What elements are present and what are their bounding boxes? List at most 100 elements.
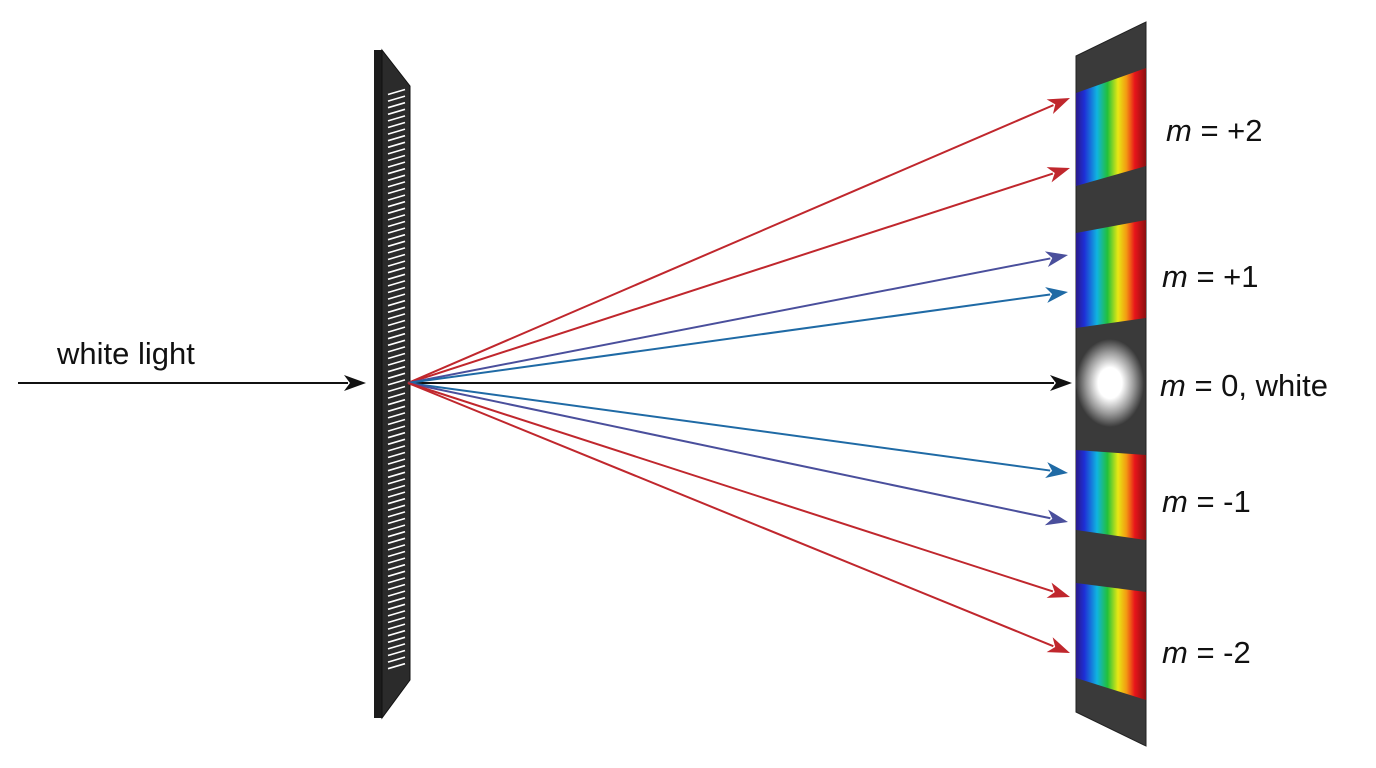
ray-plus-1-blue (407, 287, 1068, 384)
grating-slit (387, 233, 406, 241)
order-var: m (1166, 113, 1192, 148)
grating-slit (387, 577, 406, 584)
grating-slit (387, 101, 406, 109)
grating-slit (387, 194, 406, 201)
order-label-zero: m = 0, white (1160, 370, 1328, 401)
rays (18, 98, 1072, 653)
ray-line (407, 104, 1054, 384)
grating-slit (387, 187, 406, 195)
ray-arrowhead (1044, 251, 1068, 268)
order-var: m (1162, 259, 1188, 294)
grating-slit (387, 240, 406, 248)
order-value: -1 (1223, 484, 1251, 519)
grating-slit (387, 550, 406, 558)
grating-slit (387, 563, 406, 571)
grating-slit (387, 313, 406, 320)
order-eq: = (1185, 368, 1222, 403)
ray-arrowhead (1050, 375, 1072, 391)
grating-slit (387, 596, 406, 604)
spectrum-plus-1 (1076, 220, 1146, 328)
ray-arrowhead (1045, 462, 1068, 478)
grating-slit (387, 319, 406, 327)
grating-slit (387, 95, 406, 102)
spectrum-plus-2 (1076, 68, 1146, 186)
grating-slit (387, 339, 406, 347)
grating-slit (387, 530, 406, 538)
order-label-plus-1: m = +1 (1162, 261, 1259, 292)
ray-arrowhead (344, 375, 366, 391)
grating-slit (387, 88, 406, 96)
ray-arrowhead (1046, 167, 1070, 183)
grating-slit (387, 115, 406, 122)
grating-slit (387, 253, 406, 261)
grating-slit (387, 412, 406, 419)
order-label-minus-1: m = -1 (1162, 486, 1251, 517)
ray-arrowhead (1046, 98, 1070, 115)
grating-slit (387, 557, 406, 564)
order-eq: = (1187, 635, 1224, 670)
grating-slits (387, 88, 406, 670)
grating-slit (387, 398, 406, 406)
ray-line (407, 382, 1051, 472)
ray-arrowhead (1046, 637, 1070, 653)
grating-slit (387, 128, 406, 135)
grating-slit (387, 346, 406, 353)
grating-slit (387, 524, 406, 531)
grating-slit (387, 511, 406, 518)
order-value: +1 (1223, 259, 1259, 294)
grating-slit (387, 649, 406, 657)
grating-slit (387, 405, 406, 413)
grating-slit (387, 478, 406, 485)
grating-slit (387, 418, 406, 426)
grating-slit (387, 280, 406, 287)
grating-face (381, 48, 411, 720)
grating-slit (387, 299, 406, 307)
ray-line (407, 382, 1054, 593)
diffraction-grating (374, 48, 411, 720)
ray-arrowhead (1044, 509, 1068, 526)
grating-slit (387, 148, 406, 155)
ray-minus-2-red-lower (407, 382, 1070, 653)
ray-line (407, 172, 1054, 384)
grating-slit (387, 181, 406, 188)
screen (1075, 21, 1147, 747)
grating-slit (387, 332, 406, 340)
grating-slit (387, 517, 406, 525)
grating-slit (387, 326, 406, 333)
grating-slit (387, 643, 406, 650)
grating-slit (387, 497, 406, 505)
grating-slit (387, 260, 406, 267)
grating-slit (387, 306, 406, 314)
grating-slit (387, 570, 406, 578)
grating-slit (387, 616, 406, 624)
grating-slit (387, 636, 406, 644)
grating-slit (387, 623, 406, 630)
order-label-minus-2: m = -2 (1162, 637, 1251, 668)
grating-slit (387, 471, 406, 479)
grating-slit (387, 359, 406, 366)
order-var: m (1160, 368, 1186, 403)
grating-slit (387, 458, 406, 465)
ray-arrowhead (1046, 582, 1070, 598)
grating-slit (387, 603, 406, 611)
grating-slit (387, 385, 406, 393)
ray-plus-2-red-upper (407, 98, 1070, 384)
spectrum-minus-2 (1076, 583, 1146, 700)
grating-slit (387, 293, 406, 300)
grating-slit (387, 352, 406, 360)
grating-slit (387, 629, 406, 637)
grating-slit (387, 134, 406, 142)
grating-slit (387, 451, 406, 459)
grating-slit (387, 372, 406, 380)
zero-order-ray (408, 375, 1072, 391)
grating-slit (387, 544, 406, 551)
ray-line (407, 257, 1051, 384)
grating-slit (387, 438, 406, 446)
order-eq: = (1187, 259, 1224, 294)
grating-slit (387, 392, 406, 399)
grating-slit (387, 220, 406, 228)
grating-edge (374, 50, 382, 718)
spectrum-minus-1 (1076, 450, 1146, 540)
grating-slit (387, 161, 406, 168)
grating-slit (387, 247, 406, 254)
